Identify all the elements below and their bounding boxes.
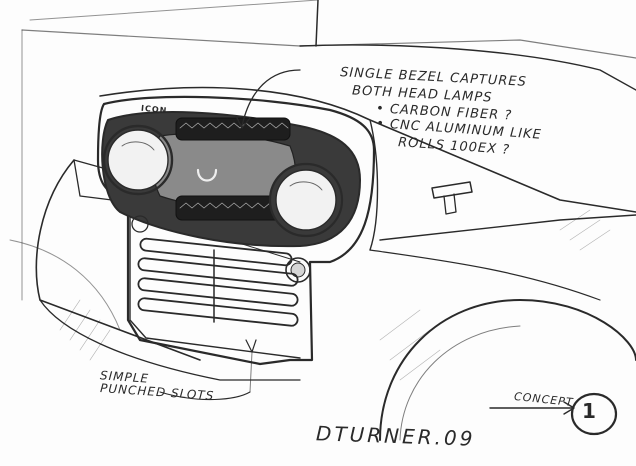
concept-number: 1 xyxy=(582,399,597,423)
